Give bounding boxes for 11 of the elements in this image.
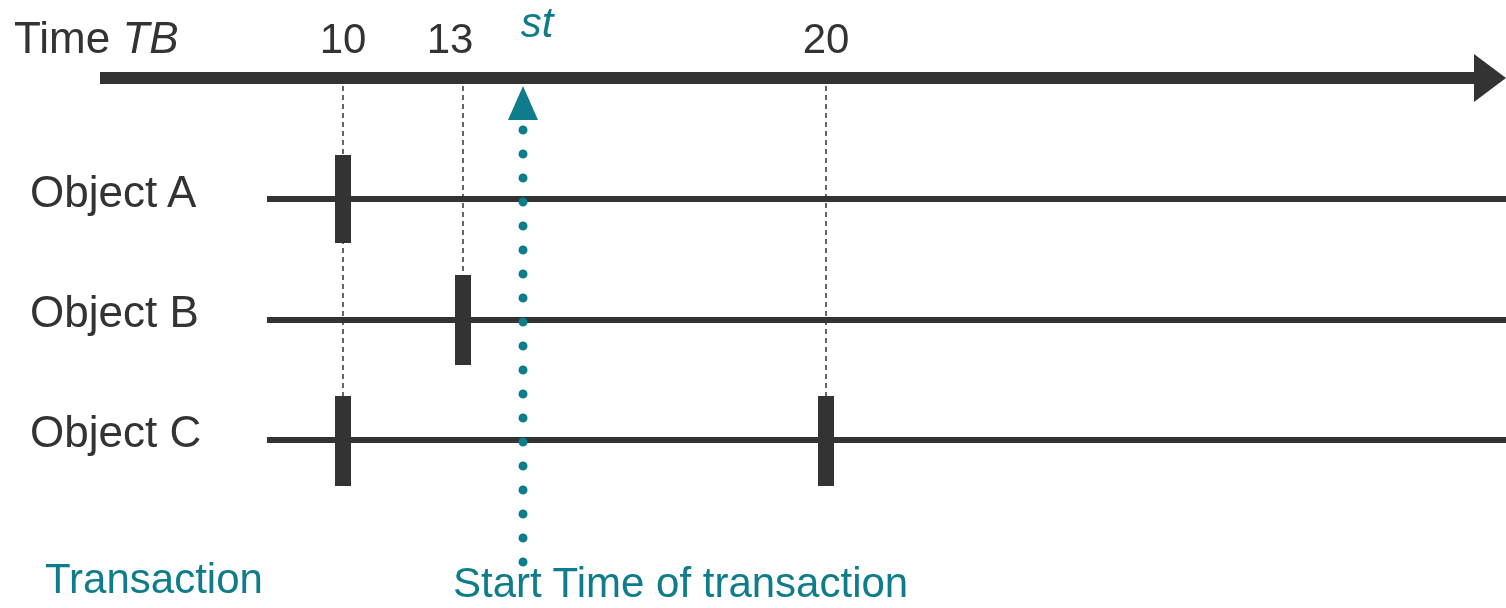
tick-label: 20 bbox=[802, 18, 850, 60]
legend-text: Transaction bbox=[45, 558, 263, 600]
object-label: Object C bbox=[30, 410, 202, 454]
time-axis bbox=[100, 54, 1506, 102]
tick-label: 10 bbox=[319, 18, 367, 60]
annotation-text: Start Time of transaction bbox=[453, 558, 909, 608]
tick-label: 13 bbox=[426, 18, 474, 60]
axis-title: Time TB bbox=[14, 16, 179, 60]
object-label: Object B bbox=[30, 290, 199, 334]
time-label: st bbox=[520, 2, 554, 44]
object-label: Object A bbox=[30, 170, 197, 214]
